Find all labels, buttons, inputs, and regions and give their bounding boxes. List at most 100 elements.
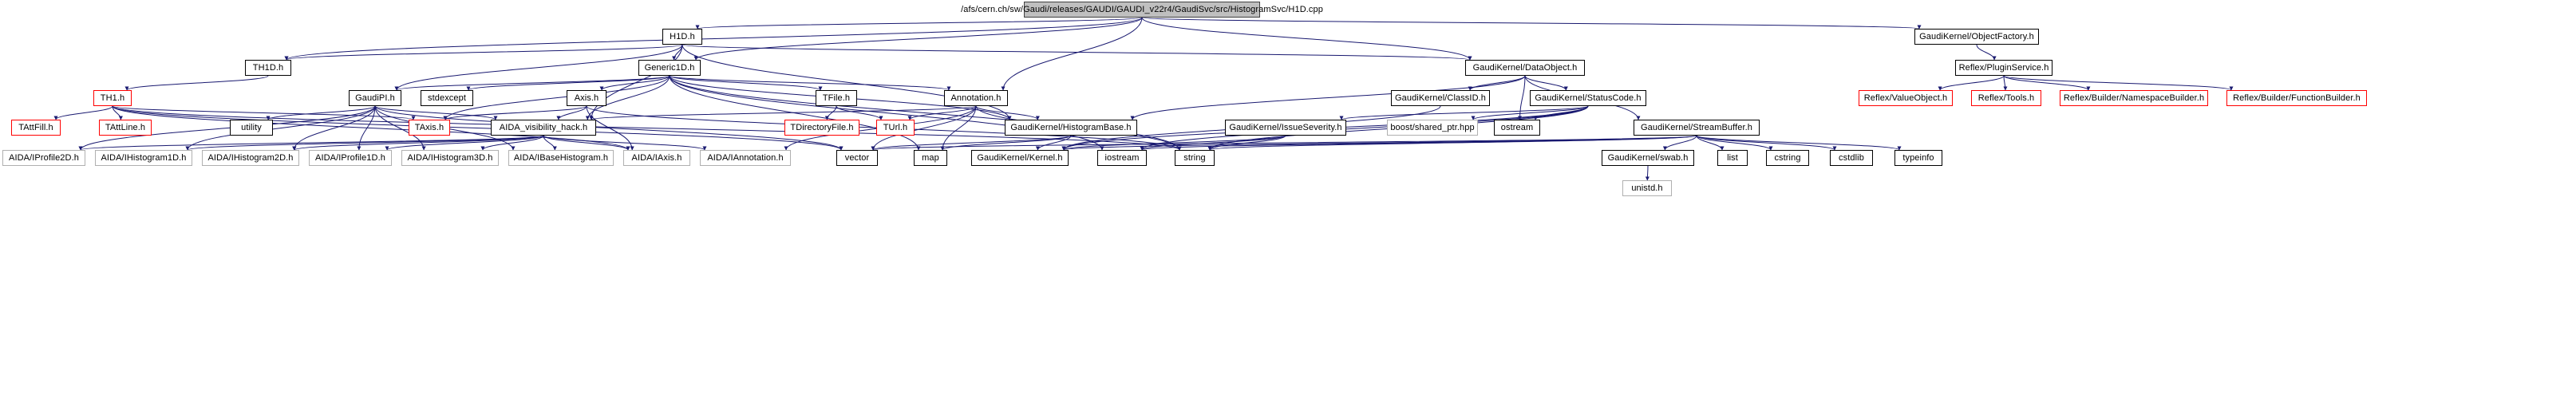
graph-node-label: cstring: [1774, 152, 1801, 163]
graph-node-pluginsvc[interactable]: Reflex/PluginService.h: [1955, 60, 2053, 76]
graph-node-histbase[interactable]: GaudiKernel/HistogramBase.h: [1005, 120, 1137, 136]
graph-node-unistd[interactable]: unistd.h: [1622, 180, 1672, 196]
graph-node-h1d[interactable]: H1D.h: [662, 29, 702, 45]
graph-node-generic1d[interactable]: Generic1D.h: [638, 60, 701, 76]
graph-node-valueobject[interactable]: Reflex/ValueObject.h: [1859, 90, 1953, 106]
graph-edge: [1207, 135, 1697, 151]
graph-node-typeinfo[interactable]: typeinfo: [1894, 150, 1942, 166]
graph-node-cstring[interactable]: cstring: [1766, 150, 1809, 166]
graph-edge: [2003, 75, 2234, 91]
graph-node-issuesev[interactable]: GaudiKernel/IssueSeverity.h: [1225, 120, 1346, 136]
graph-node-ihist3d[interactable]: AIDA/IHistogram3D.h: [401, 150, 499, 166]
graph-edge: [1662, 135, 1697, 151]
graph-node-label: Reflex/Builder/FunctionBuilder.h: [2233, 93, 2361, 103]
graph-node-gaudipi[interactable]: GaudiPI.h: [349, 90, 401, 106]
graph-node-label: unistd.h: [1631, 183, 1663, 193]
graph-node-fnbuilder[interactable]: Reflex/Builder/FunctionBuilder.h: [2226, 90, 2367, 106]
graph-edge: [672, 44, 683, 61]
graph-node-ibasehist[interactable]: AIDA/IBaseHistogram.h: [508, 150, 614, 166]
graph-node-tdirfile[interactable]: TDirectoryFile.h: [784, 120, 859, 136]
graph-node-turl[interactable]: TUrl.h: [876, 120, 915, 136]
graph-node-label: TUrl.h: [883, 122, 908, 132]
graph-node-ihist1d[interactable]: AIDA/IHistogram1D.h: [95, 150, 192, 166]
graph-edge: [1207, 135, 1286, 151]
graph-edge: [394, 75, 670, 91]
graph-edge: [1696, 135, 1902, 151]
graph-node-label: GaudiKernel/HistogramBase.h: [1010, 122, 1132, 132]
graph-node-stdexcept[interactable]: stdexcept: [421, 90, 473, 106]
graph-node-label: TDirectoryFile.h: [790, 122, 854, 132]
graph-node-kernelh[interactable]: GaudiKernel/Kernel.h: [971, 150, 1069, 166]
graph-node-th1h[interactable]: TH1.h: [93, 90, 132, 106]
graph-edge: [871, 135, 1072, 151]
graph-node-iprofile2d[interactable]: AIDA/IProfile2D.h: [2, 150, 85, 166]
graph-node-boostsp[interactable]: boost/shared_ptr.hpp: [1387, 120, 1478, 136]
graph-node-objfactory[interactable]: GaudiKernel/ObjectFactory.h: [1914, 29, 2039, 45]
graph-node-th1dh[interactable]: TH1D.h: [245, 60, 291, 76]
graph-node-axish[interactable]: Axis.h: [567, 90, 606, 106]
graph-edge: [589, 105, 977, 120]
graph-node-reflextools[interactable]: Reflex/Tools.h: [1971, 90, 2041, 106]
graph-node-cstdlib[interactable]: cstdlib: [1830, 150, 1873, 166]
graph-edge: [836, 105, 883, 120]
graph-edge: [1518, 75, 1526, 120]
graph-node-aidavis[interactable]: AIDA_visibility_hack.h: [491, 120, 596, 136]
graph-edge: [1524, 75, 1568, 91]
graph-edge: [480, 135, 544, 151]
graph-edge: [292, 135, 544, 151]
graph-edge: [112, 105, 416, 120]
graph-node-string[interactable]: string: [1175, 150, 1215, 166]
graph-edge: [292, 105, 376, 151]
graph-node-label: H1D.h: [670, 31, 695, 41]
graph-node-label: stdexcept: [428, 93, 466, 103]
graph-edge: [443, 105, 587, 120]
graph-node-nsbuilder[interactable]: Reflex/Builder/NamespaceBuilder.h: [2060, 90, 2208, 106]
graph-node-tattfill[interactable]: TAttFill.h: [11, 120, 61, 136]
graph-node-label: AIDA/IProfile1D.h: [315, 152, 385, 163]
graph-node-label: Generic1D.h: [644, 62, 695, 73]
graph-node-label: Reflex/PluginService.h: [1958, 62, 2049, 73]
graph-edge: [443, 75, 670, 120]
graph-node-dataobject[interactable]: GaudiKernel/DataObject.h: [1465, 60, 1585, 76]
graph-node-tattline[interactable]: TAttLine.h: [99, 120, 152, 136]
graph-edge: [1339, 105, 1589, 120]
graph-edge: [682, 44, 1472, 61]
graph-node-root[interactable]: /afs/cern.ch/sw/Gaudi/releases/GAUDI/GAU…: [961, 2, 1323, 18]
graph-node-iostream[interactable]: iostream: [1097, 150, 1147, 166]
graph-node-tfileh[interactable]: TFile.h: [816, 90, 857, 106]
graph-node-label: GaudiKernel/ClassID.h: [1395, 93, 1486, 103]
graph-node-label: AIDA/IProfile2D.h: [9, 152, 79, 163]
graph-node-streambuf[interactable]: GaudiKernel/StreamBuffer.h: [1634, 120, 1760, 136]
graph-node-ihist2d[interactable]: AIDA/IHistogram2D.h: [202, 150, 299, 166]
graph-edge: [940, 105, 977, 151]
graph-node-ostream[interactable]: ostream: [1494, 120, 1540, 136]
graph-edge: [1141, 17, 1921, 30]
graph-node-iaxis[interactable]: AIDA/IAxis.h: [623, 150, 690, 166]
graph-node-label: GaudiKernel/swab.h: [1607, 152, 1689, 163]
graph-edge: [693, 17, 1143, 61]
graph-edge: [1696, 135, 1837, 151]
graph-edge: [669, 75, 951, 91]
graph-node-statuscode[interactable]: GaudiKernel/StatusCode.h: [1530, 90, 1646, 106]
graph-edge: [1696, 135, 1773, 151]
graph-node-classid[interactable]: GaudiKernel/ClassID.h: [1391, 90, 1490, 106]
graph-node-map[interactable]: map: [914, 150, 947, 166]
graph-node-label: AIDA/IBaseHistogram.h: [513, 152, 609, 163]
graph-node-taxis[interactable]: TAxis.h: [409, 120, 450, 136]
graph-edge: [1468, 75, 1526, 91]
graph-node-vector[interactable]: vector: [836, 150, 878, 166]
graph-node-iprofile1d[interactable]: AIDA/IProfile1D.h: [309, 150, 392, 166]
graph-node-swab[interactable]: GaudiKernel/swab.h: [1602, 150, 1694, 166]
graph-edge: [543, 135, 557, 151]
graph-node-list[interactable]: list: [1717, 150, 1748, 166]
graph-node-label: utility: [241, 122, 262, 132]
graph-node-label: AIDA/IHistogram2D.h: [207, 152, 294, 163]
graph-node-label: Annotation.h: [950, 93, 1002, 103]
graph-edge: [824, 105, 837, 120]
graph-node-iannotation[interactable]: AIDA/IAnnotation.h: [700, 150, 791, 166]
graph-node-annotation[interactable]: Annotation.h: [944, 90, 1008, 106]
graph-edge: [1141, 17, 1472, 61]
graph-node-utility[interactable]: utility: [230, 120, 273, 136]
graph-edge: [907, 105, 977, 120]
graph-node-label: AIDA/IHistogram1D.h: [101, 152, 187, 163]
